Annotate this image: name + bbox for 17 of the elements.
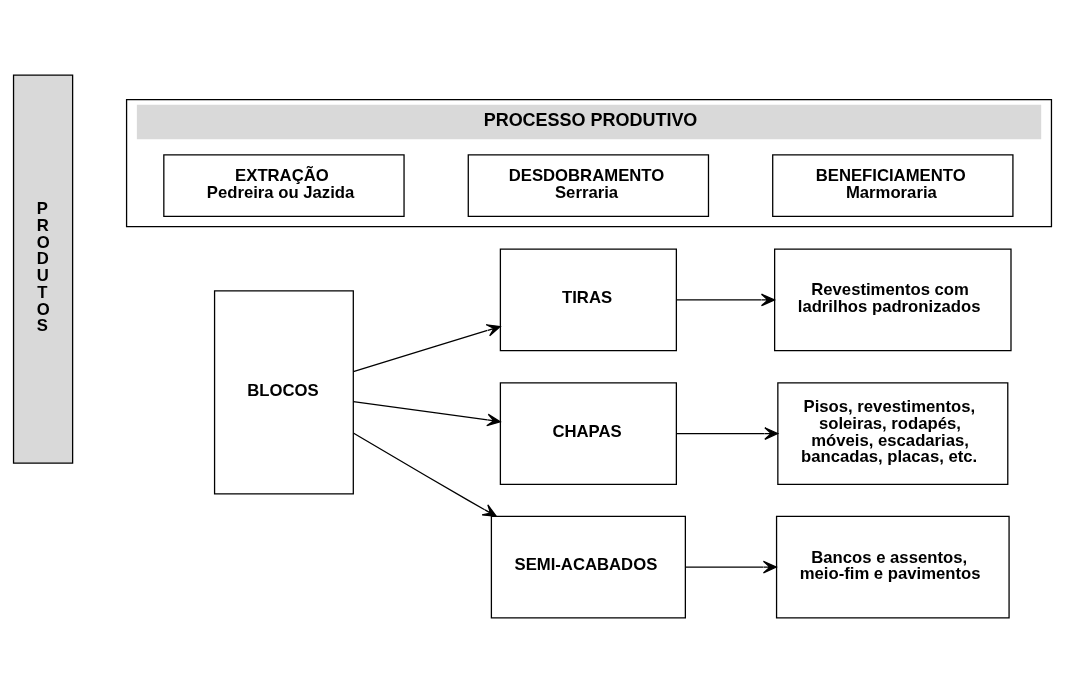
- node-box: BENEFICIAMENTO Marmoraria: [772, 154, 1014, 218]
- node-box: BLOCOS: [213, 290, 354, 495]
- node-box: EXTRAÇÃO Pedreira ou Jazida: [163, 154, 405, 218]
- node-box: SEMI-ACABADOS: [490, 515, 686, 619]
- arrow: [684, 560, 777, 574]
- node-box: DESDOBRAMENTO Serraria: [467, 154, 710, 218]
- node-box: CHAPAS: [499, 382, 677, 485]
- arrow: [675, 293, 775, 307]
- node-box: TIRAS: [499, 248, 677, 352]
- node-box: P R O D U T O S: [12, 74, 74, 464]
- node-box: Bancos e assentos, meio-fim e pavimentos: [775, 515, 1010, 619]
- arrow: [352, 401, 501, 427]
- node-box: Pisos, revestimentos, soleiras, rodapés, móveis, escadarias, bancadas, placas, etc.: [777, 382, 1009, 485]
- arrow: [352, 324, 501, 373]
- arrow: [675, 427, 779, 440]
- node-box: Revestimentos com ladrilhos padronizados: [774, 248, 1012, 352]
- arrow: [353, 432, 497, 517]
